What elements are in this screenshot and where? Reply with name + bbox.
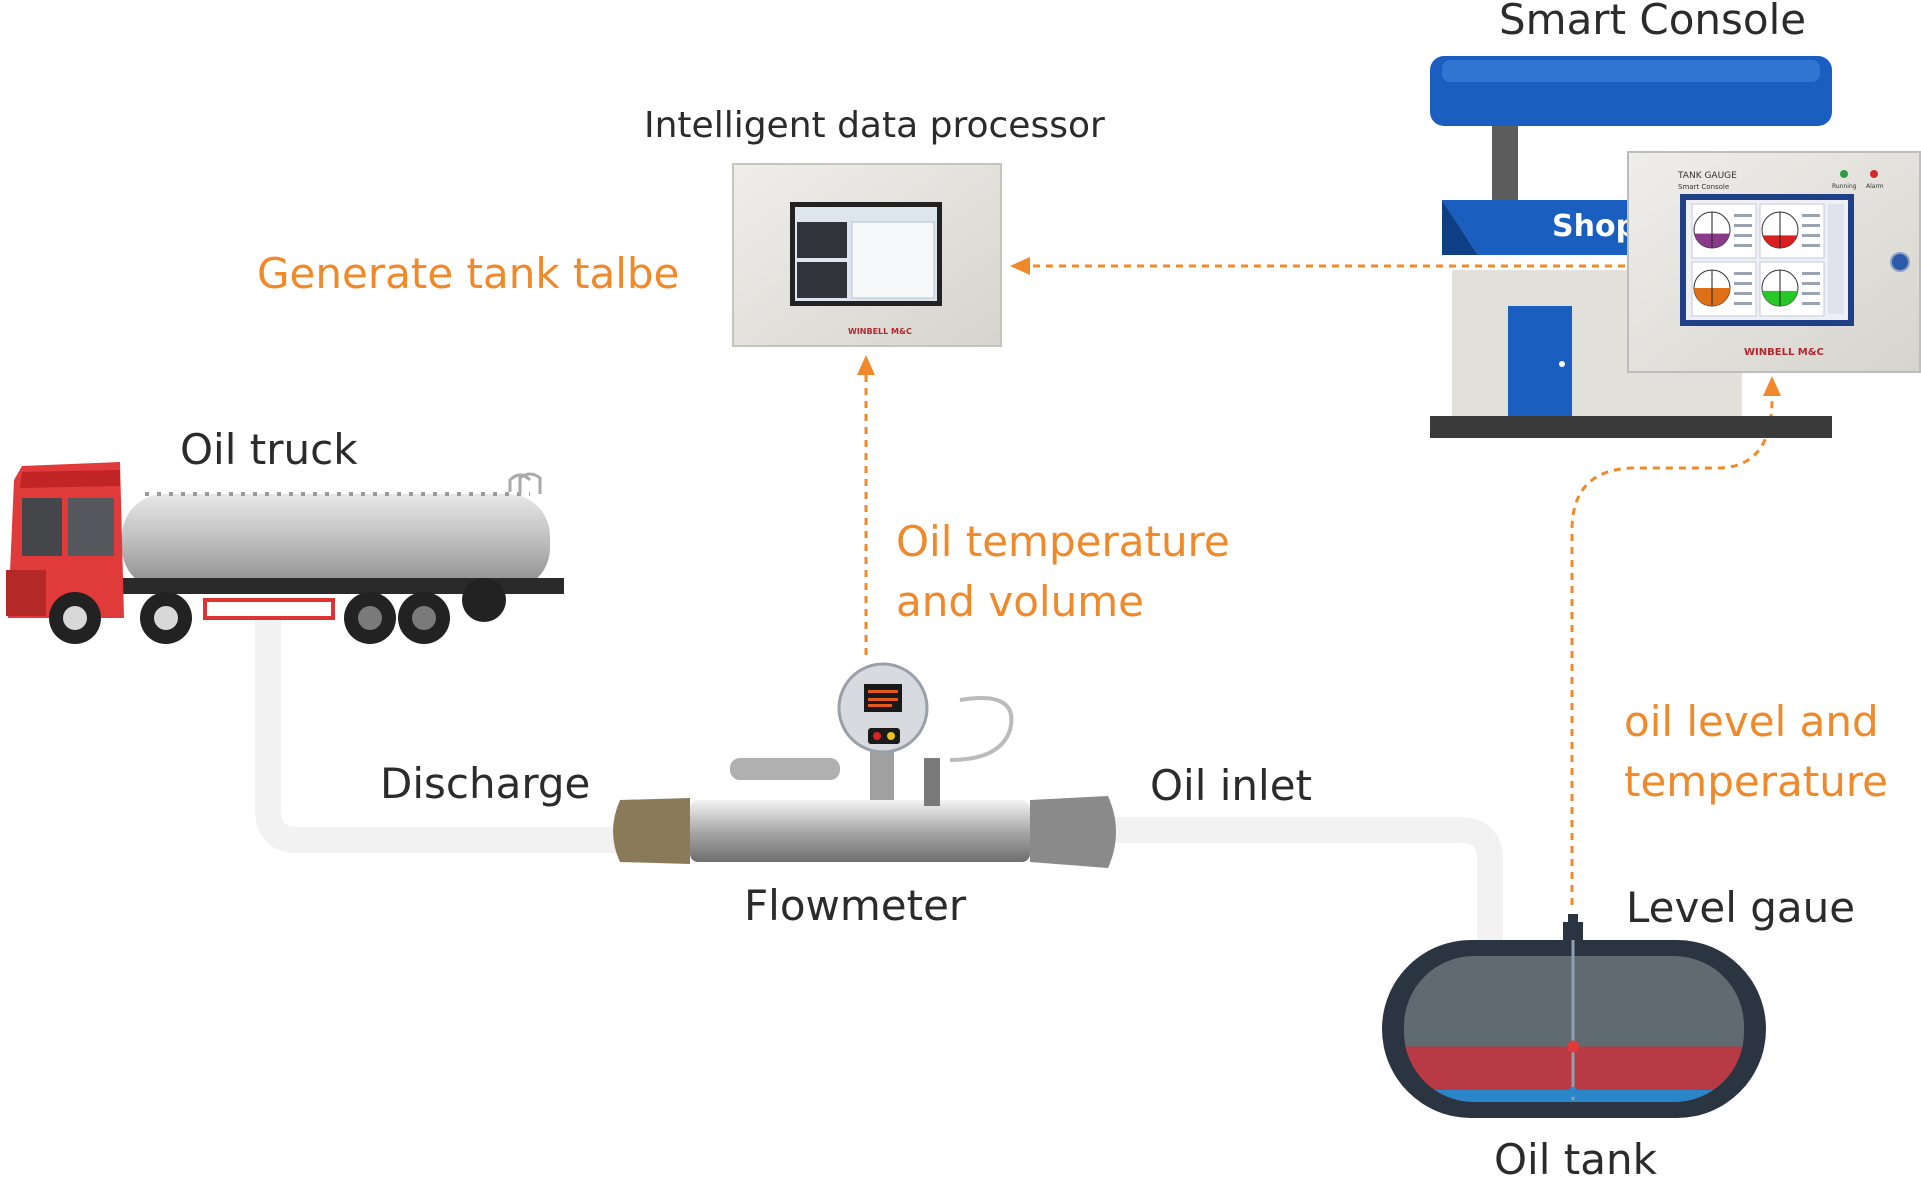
pipes: [255, 620, 1503, 942]
water-float: [1568, 1087, 1578, 1097]
sensor-cable: [949, 696, 1014, 762]
label-oil-inlet: Oil inlet: [1150, 761, 1312, 810]
wheel: [462, 578, 506, 622]
canopy-pillar: [1492, 118, 1518, 208]
running-led: [1840, 170, 1848, 178]
meter-body: [690, 800, 1030, 862]
processor-brand: WINBELL M&C: [848, 327, 912, 336]
gauge-flange: [1563, 922, 1583, 942]
discharge-valve-box: [203, 598, 335, 620]
discharge-pipe: [255, 620, 625, 853]
console-subtitle: Smart Console: [1678, 183, 1729, 191]
tank-gauge-readout-line: [1734, 302, 1752, 305]
cab-window: [22, 498, 62, 556]
cab-grille: [6, 570, 46, 616]
label-oil-temp-2: and volume: [896, 577, 1144, 626]
tank-gauge-readout-line: [1734, 272, 1752, 275]
console-brand: WINBELL M&C: [1744, 347, 1824, 358]
bypass-rod: [730, 758, 840, 780]
tank-gauge-readout-line: [1734, 224, 1752, 227]
arrowhead-up-console: [1763, 376, 1781, 396]
label-level-gauge: Level gaue: [1626, 883, 1855, 932]
running-label: Running: [1832, 183, 1857, 190]
truck-tank: [122, 494, 550, 590]
console-title: TANK GAUGE: [1677, 171, 1737, 181]
flowmeter: [613, 662, 1116, 868]
cab-door-window: [68, 498, 114, 556]
shop-sign: Shop: [1552, 209, 1637, 244]
tank-gauge-readout-line: [1734, 214, 1752, 217]
level-float: [1567, 1040, 1579, 1053]
label-generate-table: Generate tank talbe: [257, 249, 679, 298]
label-oil-truck: Oil truck: [180, 425, 358, 474]
label-oil-tank: Oil tank: [1494, 1135, 1658, 1179]
meter-inlet-coupling: [613, 798, 690, 864]
gauge-to-console-arrow: [1570, 399, 1774, 905]
inlet-pipe: [1105, 817, 1503, 942]
meter-buttons: [868, 728, 900, 744]
tank-gauge-readout-line: [1734, 244, 1752, 247]
label-flowmeter: Flowmeter: [744, 881, 967, 930]
meter-outlet-coupling: [1030, 796, 1116, 868]
tank-gauge-readout-line: [1734, 292, 1752, 295]
tank-gauge-readout-line: [1802, 282, 1820, 285]
alarm-label: Alarm: [1866, 183, 1884, 190]
truck-wheels: [49, 578, 506, 644]
tank-gauge-readout-line: [1734, 282, 1752, 285]
smart-console: TANK GAUGE Smart Console Running Alarm W…: [1627, 151, 1921, 373]
tank-gauge-readout-line: [1734, 234, 1752, 237]
oil-tank: [1382, 914, 1766, 1118]
shop-door: [1508, 306, 1572, 416]
flow-arrows: [857, 257, 1781, 905]
tank-gauge-readout-line: [1802, 292, 1820, 295]
label-level-2: temperature: [1624, 757, 1888, 806]
tank-gauge-readout-line: [1802, 302, 1820, 305]
labels: Smart Console Intelligent data processor…: [180, 0, 1888, 1179]
label-data-processor: Intelligent data processor: [644, 105, 1105, 146]
console-key-switch: [1890, 252, 1910, 272]
tank-gauge-readout-line: [1802, 224, 1820, 227]
oil-truck: [6, 462, 564, 644]
tank-gauges: [1691, 203, 1825, 317]
arrowhead-up-processor: [857, 355, 875, 375]
tank-gauge-readout-line: [1802, 214, 1820, 217]
console-side-menu: [1828, 204, 1844, 314]
tank-gauge-readout-line: [1802, 272, 1820, 275]
truck-chassis: [112, 578, 564, 594]
label-smart-console: Smart Console: [1499, 0, 1806, 44]
door-knob: [1559, 361, 1565, 367]
arrowhead-left: [1010, 257, 1030, 275]
tank-gauge-readout-line: [1802, 244, 1820, 247]
tank-gauge-readout-line: [1802, 234, 1820, 237]
alarm-led: [1870, 170, 1878, 178]
data-processor: WINBELL M&C: [732, 163, 1002, 347]
label-oil-temp-1: Oil temperature: [896, 517, 1230, 566]
label-discharge: Discharge: [380, 759, 590, 808]
label-level-1: oil level and: [1624, 697, 1879, 746]
station-ground: [1430, 416, 1832, 438]
